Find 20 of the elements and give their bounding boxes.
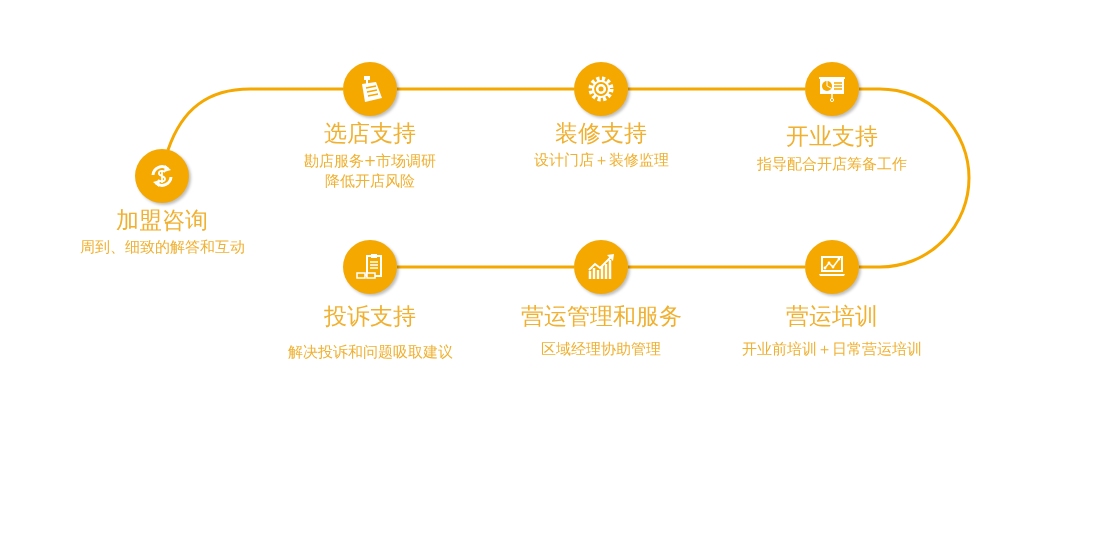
step-title: 装修支持 [555,119,647,147]
connector-line [166,87,343,151]
step-title: 开业支持 [786,122,878,150]
step-title: 加盟咨询 [116,206,208,234]
step-description: 周到、细致的解答和互动 [79,237,245,257]
connector-line [628,265,805,269]
step-description: 区域经理协助管理 [541,339,661,359]
step-description: 指导配合开店筹备工作 [757,154,907,174]
step-description: 设计门店＋装修监理 [533,150,669,170]
connector-line [859,87,971,269]
step-description: 开业前培训＋日常营运培训 [742,339,922,359]
step-title: 营运管理和服务 [520,302,682,330]
connector-line [628,87,805,91]
step-title: 选店支持 [324,119,416,147]
step-title: 投诉支持 [324,302,416,330]
step-description: 解决投诉和问题吸取建议 [287,342,453,362]
step-title: 营运培训 [786,302,878,330]
connector-line [397,265,574,269]
step-description: 勘店服务+市场调研降低开店风险 [302,151,438,191]
connector-line [397,87,574,91]
